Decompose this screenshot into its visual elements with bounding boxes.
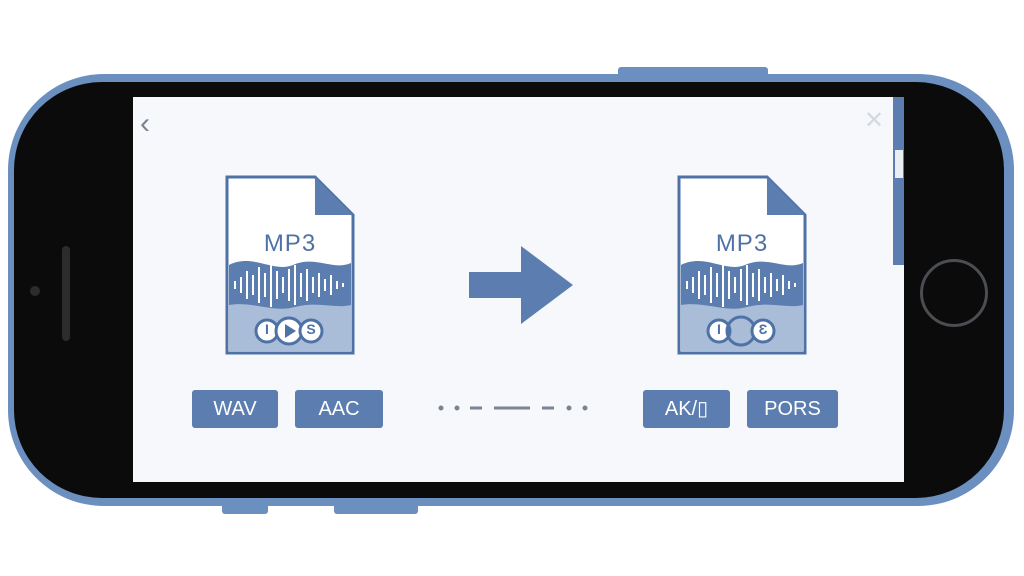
- scrollbar-thumb[interactable]: [895, 150, 903, 178]
- file-document-icon: [677, 175, 807, 355]
- source-format-label: MP3: [263, 230, 317, 257]
- phone-volume-button: [334, 505, 418, 514]
- phone-side-button: [618, 67, 768, 75]
- target-control-right[interactable]: Ɛ: [758, 321, 768, 337]
- source-file-icon[interactable]: MP3 Ɩ S: [223, 173, 357, 357]
- format-chip-ak[interactable]: AK/▯: [643, 390, 730, 428]
- format-chip-aac[interactable]: AAC: [295, 390, 383, 428]
- scrollbar[interactable]: [893, 97, 904, 265]
- phone-volume-button: [222, 505, 268, 514]
- format-chip-pors[interactable]: PORS: [747, 390, 838, 428]
- target-format-label: MP3: [715, 230, 769, 257]
- format-chip-wav[interactable]: WAV: [192, 390, 278, 428]
- phone-camera: [30, 286, 40, 296]
- target-file-icon[interactable]: MP3 Ɩ Ɛ: [675, 173, 809, 357]
- close-icon[interactable]: ✕: [864, 107, 885, 134]
- progress-dots: [438, 401, 590, 420]
- file-document-icon: [225, 175, 355, 355]
- home-button[interactable]: [920, 259, 988, 327]
- arrow-right-icon: [469, 246, 575, 329]
- phone-speaker: [62, 246, 70, 341]
- source-control-left[interactable]: Ɩ: [265, 321, 269, 337]
- source-control-right[interactable]: S: [306, 321, 316, 337]
- target-control-left[interactable]: Ɩ: [717, 321, 721, 337]
- back-chevron-icon[interactable]: ‹: [140, 107, 150, 140]
